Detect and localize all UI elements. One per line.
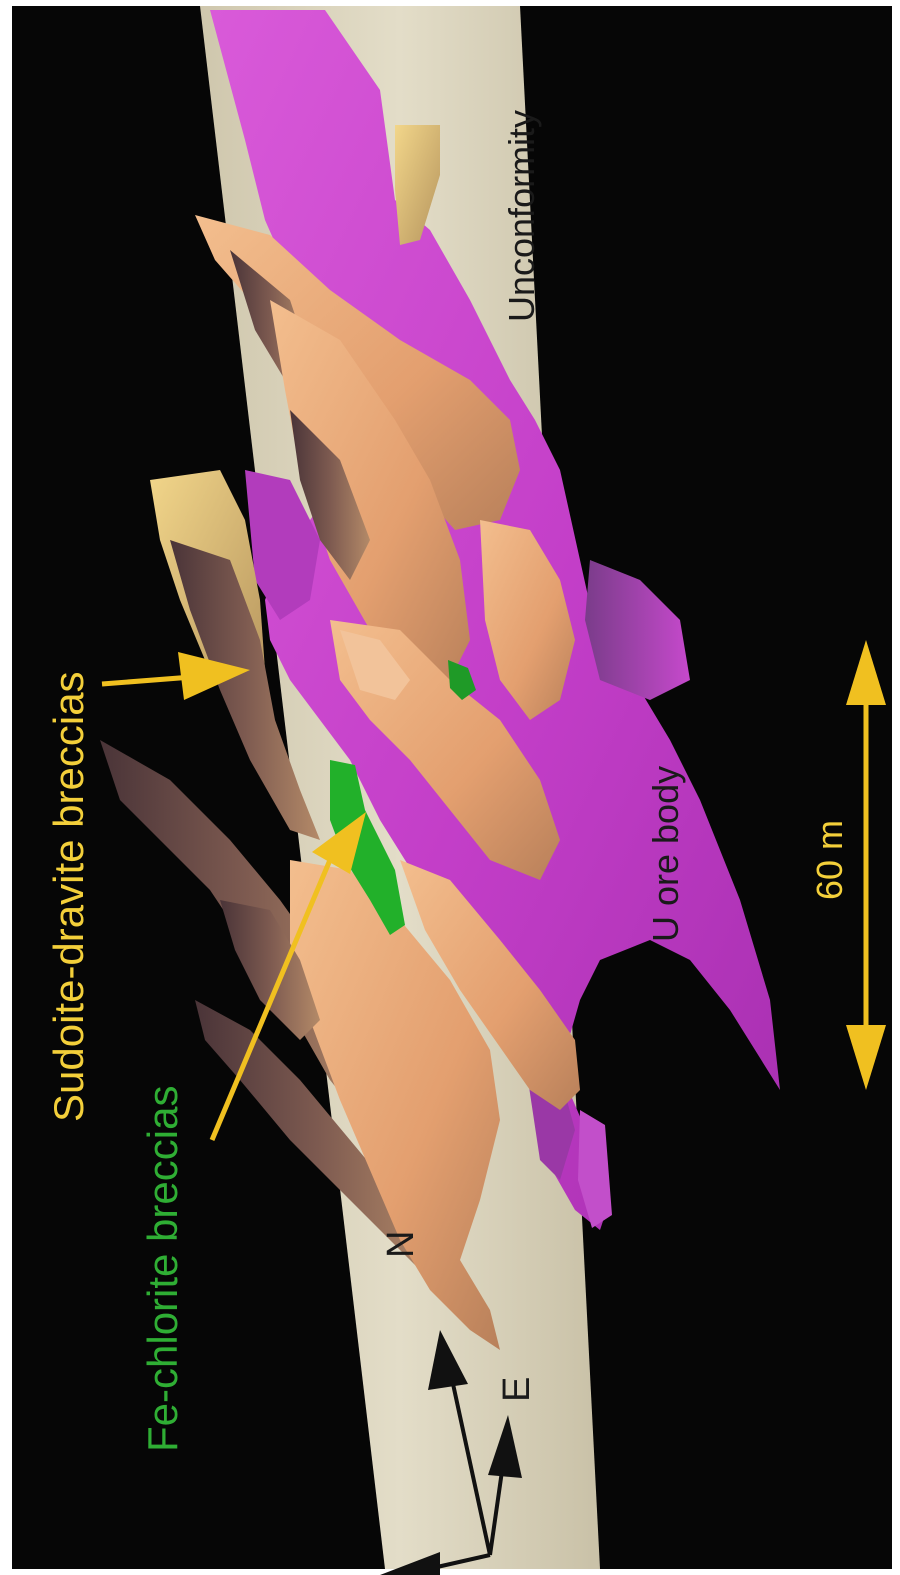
sudoite-dravite-label: Sudoite-dravite breccias <box>48 671 90 1122</box>
north-label: N <box>382 1231 420 1258</box>
east-label: E <box>498 1377 536 1402</box>
fe-chlorite-label: Fe-chlorite breccias <box>142 1086 184 1452</box>
unconformity-label: Unconformity <box>504 110 540 322</box>
ore-body-label: U ore body <box>648 766 684 942</box>
scale-label: 60 m <box>812 820 848 900</box>
